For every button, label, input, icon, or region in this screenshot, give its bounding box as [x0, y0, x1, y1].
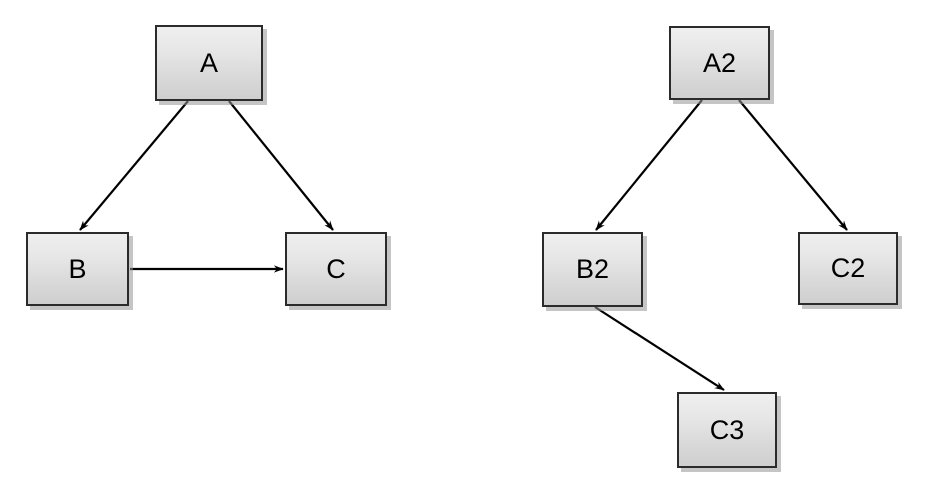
node-label: A2	[702, 47, 737, 78]
node-label: B	[68, 253, 87, 284]
node-label: A	[199, 47, 218, 78]
edge-a2-to-c2	[738, 99, 848, 231]
node-label: C	[326, 253, 346, 284]
node-b2[interactable]: B2	[542, 232, 643, 307]
edge-a-to-c	[228, 100, 334, 231]
edge-a-to-b	[79, 100, 189, 231]
edge-b2-to-c3	[594, 306, 725, 391]
edge-a2-to-b2	[595, 99, 703, 231]
node-label: C3	[709, 414, 745, 445]
node-a2[interactable]: A2	[669, 26, 770, 100]
node-c[interactable]: C	[285, 232, 387, 306]
node-c3[interactable]: C3	[677, 392, 777, 468]
node-c2[interactable]: C2	[798, 232, 898, 305]
node-label: C2	[830, 253, 866, 283]
node-b[interactable]: B	[26, 232, 129, 306]
node-a[interactable]: A	[155, 25, 263, 101]
node-label: B2	[575, 254, 610, 284]
